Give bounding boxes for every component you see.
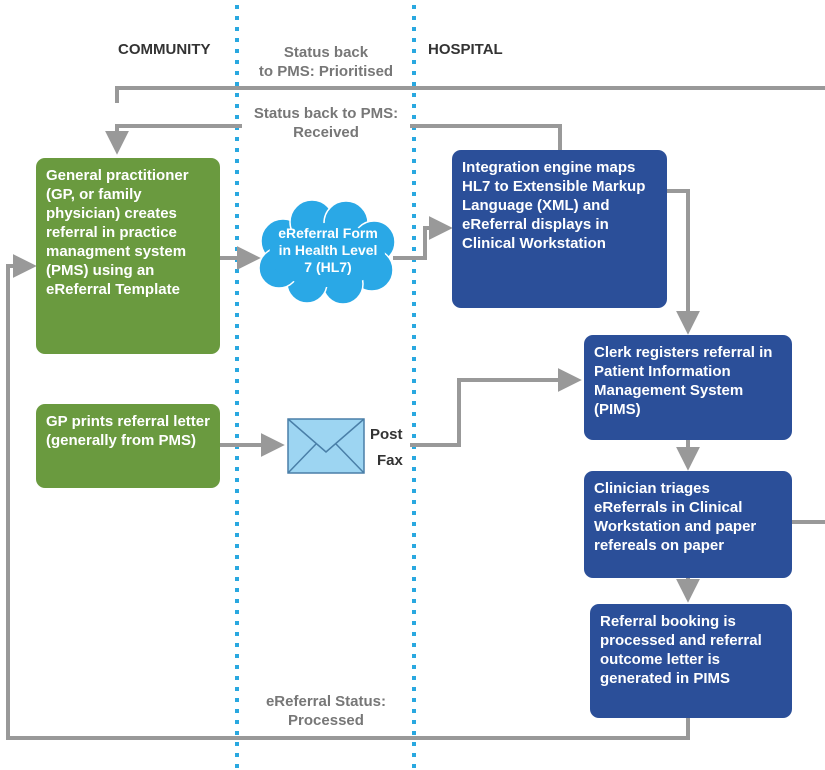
community-header: COMMUNITY [118,41,211,58]
envelope-icon [287,418,365,474]
referral-booking-box: Referral booking is processed and referr… [590,604,792,718]
prioritised-connector [115,86,825,103]
envelope-to-clerk-connector [410,368,582,447]
status-prioritised-label: Status back to PMS: Prioritised [258,44,394,80]
integration-engine-box: Integration engine maps HL7 to Extensibl… [452,150,667,308]
post-label: Post [370,426,403,443]
ereferral-cloud-label: eReferral Form in Health Level 7 (HL7) [278,225,378,275]
fax-label: Fax [377,452,403,469]
status-received-label: Status back to PMS: Received [242,104,410,142]
status-processed-label: eReferral Status: Processed [265,693,387,729]
cloud-to-integration-connector [393,216,453,260]
processed-connector [6,254,690,740]
hospital-header: HOSPITAL [428,41,503,58]
gp-creates-referral-box: General practitioner (GP, or family phys… [36,158,220,354]
integration-to-clerk-connector [667,189,700,335]
clerk-registers-box: Clerk registers referral in Patient Info… [584,335,792,440]
ereferral-cloud-icon [258,199,396,305]
gp-prints-referral-box: GP prints referral letter (generally fro… [36,404,220,488]
clinician-triages-box: Clinician triages eReferrals in Clinical… [584,471,792,578]
